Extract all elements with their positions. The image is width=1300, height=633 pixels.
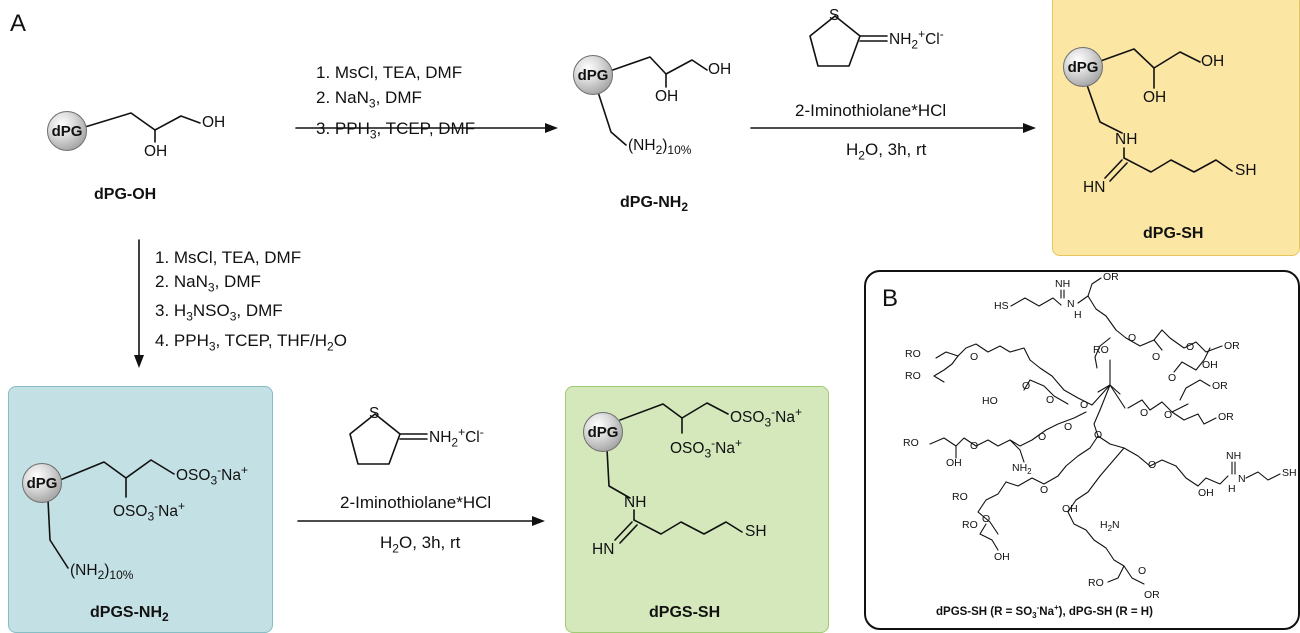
amine-nh-label: NH bbox=[1115, 131, 1138, 148]
imine-hn-label: HN bbox=[592, 541, 615, 558]
atom-label: OR bbox=[1224, 340, 1240, 352]
sulfate-label: OSO3-Na+ bbox=[730, 405, 802, 430]
dpg-core-sphere: dPG bbox=[573, 55, 613, 95]
reaction-conditions-step3: 1. MsCl, TEA, DMF 2. NaN3, DMF 3. H3NSO3… bbox=[155, 248, 347, 354]
compound-label-dpgs-sh: dPGS-SH bbox=[649, 604, 721, 621]
atom-label: RO bbox=[903, 437, 919, 449]
atom-label: NH bbox=[1226, 450, 1242, 462]
atom-label: O bbox=[1064, 421, 1073, 433]
atom-label: O bbox=[1038, 431, 1047, 443]
hydroxyl-label: OH bbox=[202, 114, 226, 131]
dpg-sh-highlight-box bbox=[1052, 0, 1300, 256]
atom-label: N bbox=[1238, 473, 1246, 485]
atom-label: O bbox=[1138, 565, 1147, 577]
atom-label: O bbox=[1152, 351, 1161, 363]
dpg-core-sphere: dPG bbox=[583, 412, 623, 452]
atom-label: RO bbox=[905, 370, 921, 382]
atom-label: OR bbox=[1212, 380, 1228, 392]
panel-b-frame bbox=[864, 270, 1300, 630]
atom-label: OH bbox=[994, 551, 1010, 563]
reaction-conditions-step4: H2O, 3h, rt bbox=[380, 533, 461, 556]
atom-label: O bbox=[1140, 407, 1149, 419]
panel-label-b: B bbox=[882, 285, 899, 312]
dpg-core-sphere: dPG bbox=[1063, 47, 1103, 87]
atom-label: O bbox=[1148, 459, 1157, 471]
atom-label: O bbox=[1094, 429, 1103, 441]
sulfate-label: OSO3-Na+ bbox=[176, 463, 248, 488]
atom-label: O bbox=[1080, 399, 1089, 411]
reaction-conditions-step1: 1. MsCl, TEA, DMF 2. NaN3, DMF 3. PPH3, … bbox=[316, 63, 476, 142]
atom-label: O bbox=[1046, 394, 1055, 406]
dpgs-nh2-highlight-box bbox=[8, 386, 273, 633]
compound-label-dpgs-nh2: dPGS-NH2 bbox=[90, 604, 169, 625]
atom-label: N bbox=[1067, 298, 1075, 310]
atom-label: O bbox=[1128, 332, 1137, 344]
hydroxyl-label: OH bbox=[1143, 89, 1167, 106]
atom-label: SH bbox=[1282, 467, 1297, 479]
atom-label: OH bbox=[946, 457, 962, 469]
atom-label: RO bbox=[905, 348, 921, 360]
panel-label-a: A bbox=[10, 10, 27, 37]
hydroxyl-label: OH bbox=[655, 88, 679, 105]
atom-label: O bbox=[982, 513, 991, 525]
sulfate-label: OSO3-Na+ bbox=[113, 499, 185, 524]
atom-label: H bbox=[1228, 483, 1236, 495]
hydroxyl-label: OH bbox=[144, 143, 168, 160]
atom-label: HO bbox=[982, 395, 998, 407]
amine-10-percent-label: (NH2)10% bbox=[628, 137, 692, 158]
atom-label: OR bbox=[1218, 411, 1234, 423]
sulfur-atom-label: S bbox=[369, 405, 380, 422]
atom-label: RO bbox=[952, 491, 968, 503]
compound-label-dpg-sh: dPG-SH bbox=[1143, 225, 1204, 242]
panel-b-caption: dPGS-SH (R = SO3-Na+), dPG-SH (R = H) bbox=[936, 603, 1153, 621]
atom-label: O bbox=[1186, 341, 1195, 353]
atom-label: NH bbox=[1055, 278, 1071, 290]
amine-10-percent-label: (NH2)10% bbox=[70, 562, 134, 583]
iminium-chloride-label: NH2+Cl- bbox=[889, 27, 944, 52]
atom-label: O bbox=[970, 440, 979, 452]
atom-label: OH bbox=[1062, 503, 1078, 515]
sulfur-atom-label: S bbox=[829, 7, 840, 24]
atom-label: NH2 bbox=[1012, 462, 1032, 477]
atom-label: O bbox=[970, 351, 979, 363]
atom-label: H bbox=[1074, 309, 1082, 321]
atom-label: O bbox=[1022, 380, 1031, 392]
atom-label: H2N bbox=[1100, 519, 1120, 534]
hydroxyl-label: OH bbox=[1201, 53, 1225, 70]
dpg-core-sphere: dPG bbox=[47, 111, 87, 151]
reaction-conditions-step2: H2O, 3h, rt bbox=[846, 140, 927, 163]
sulfate-label: OSO3-Na+ bbox=[670, 436, 742, 461]
atom-label: O bbox=[1164, 409, 1173, 421]
reaction-reagent-step2: 2-Iminothiolane*HCl bbox=[795, 101, 947, 120]
atom-label: RO bbox=[1088, 577, 1104, 589]
thiol-sh-label: SH bbox=[745, 523, 767, 540]
atom-label: OH bbox=[1198, 487, 1214, 499]
amine-nh-label: NH bbox=[624, 494, 647, 511]
atom-label: RO bbox=[962, 519, 978, 531]
atom-label: OH bbox=[1202, 359, 1218, 371]
atom-label: OR bbox=[1103, 271, 1119, 283]
reaction-reagent-step4: 2-Iminothiolane*HCl bbox=[340, 493, 492, 512]
imine-hn-label: HN bbox=[1083, 179, 1106, 196]
atom-label: O bbox=[1040, 484, 1049, 496]
atom-label: OR bbox=[1144, 589, 1160, 601]
iminium-chloride-label: NH2+Cl- bbox=[429, 425, 484, 450]
compound-label-dpg-oh: dPG-OH bbox=[94, 186, 157, 203]
hydroxyl-label: OH bbox=[708, 61, 732, 78]
atom-label: RO bbox=[1093, 344, 1109, 356]
atom-label: O bbox=[1168, 372, 1177, 384]
atom-label: HS bbox=[994, 300, 1009, 312]
thiol-sh-label: SH bbox=[1235, 162, 1257, 179]
compound-label-dpg-nh2: dPG-NH2 bbox=[620, 194, 689, 215]
dpg-core-sphere: dPG bbox=[22, 463, 62, 503]
